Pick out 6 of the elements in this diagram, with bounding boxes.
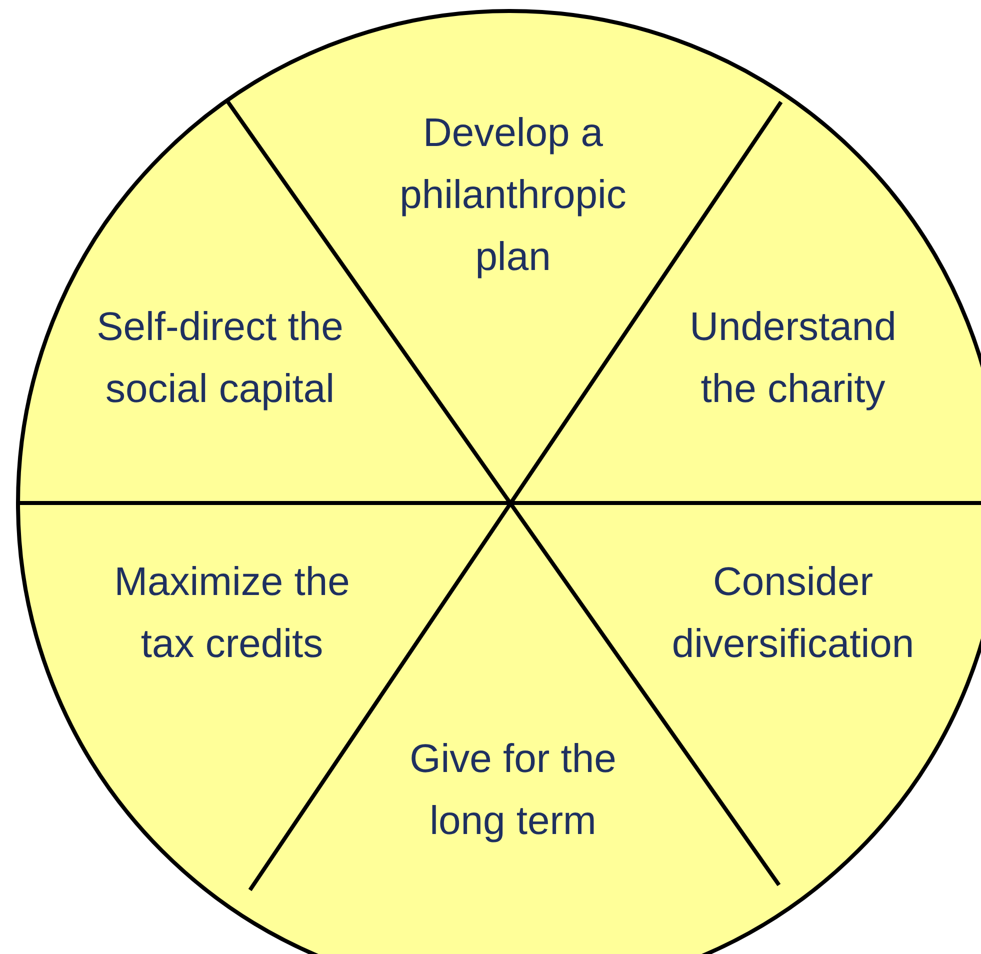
sector-label: Self-direct the social capital (96, 304, 344, 413)
sector-label: Consider diversification (670, 559, 916, 668)
sector-label: Maximize the tax credits (113, 559, 351, 668)
sector-label: Understand the charity (688, 304, 898, 413)
sector-label: Develop a philanthropic plan (398, 110, 628, 281)
sector-label: Give for the long term (408, 736, 618, 845)
